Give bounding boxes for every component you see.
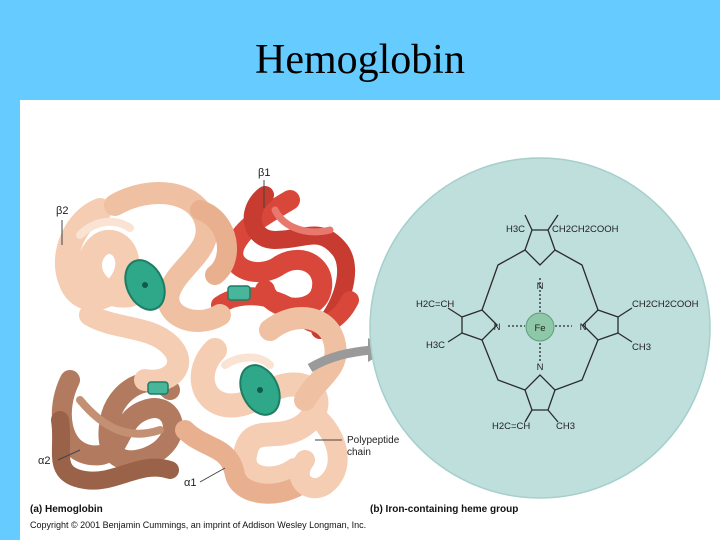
label-alpha2: α2 <box>38 455 50 467</box>
label-alpha1: α1 <box>184 477 196 489</box>
caption-b: (b) Iron-containing heme group <box>370 504 519 515</box>
caption-a: (a) Hemoglobin <box>30 504 103 515</box>
heme-structure: Fe N N N N H3C CH2CH2COOH H2C=CH H3C CH2… <box>369 157 711 499</box>
copyright-text: Copyright © 2001 Benjamin Cummings, an i… <box>30 520 367 530</box>
label-polypeptide-1: Polypeptide <box>347 435 400 446</box>
figure-panel: β1 β2 α2 α1 Polypeptide chain <box>20 100 720 540</box>
atom-n-left: N <box>494 322 501 333</box>
label-polypeptide-2: chain <box>347 447 371 458</box>
label-beta2: β2 <box>56 205 68 217</box>
sub-right-top: CH2CH2COOH <box>632 299 699 310</box>
heme-disc-4 <box>147 381 169 395</box>
sub-bottom-right: CH3 <box>556 421 575 432</box>
alpha1-chain <box>175 307 348 504</box>
heme-disc-3 <box>227 285 251 301</box>
sub-top-left: H3C <box>506 224 525 235</box>
sub-left-bottom: H3C <box>426 340 445 351</box>
hemoglobin-figure: β1 β2 α2 α1 Polypeptide chain <box>38 157 711 504</box>
iron-atom <box>525 312 555 342</box>
sub-top-right: CH2CH2COOH <box>552 224 619 235</box>
atom-fe: Fe <box>534 323 545 334</box>
heme-disc-2 <box>239 364 281 416</box>
label-beta1: β1 <box>258 167 270 179</box>
hemoglobin-ribbon <box>51 182 359 504</box>
atom-n-top: N <box>537 281 544 292</box>
atom-n-right: N <box>580 322 587 333</box>
alpha2-chain <box>51 370 183 490</box>
sub-bottom-left: H2C=CH <box>492 421 530 432</box>
atom-n-bottom: N <box>537 362 544 373</box>
sub-right-bottom: CH3 <box>632 342 651 353</box>
heme-disc-1 <box>124 259 166 311</box>
slide-title: Hemoglobin <box>255 37 465 83</box>
chain-labels: β1 β2 α2 α1 Polypeptide chain <box>38 167 400 489</box>
sub-left-top: H2C=CH <box>416 299 454 310</box>
